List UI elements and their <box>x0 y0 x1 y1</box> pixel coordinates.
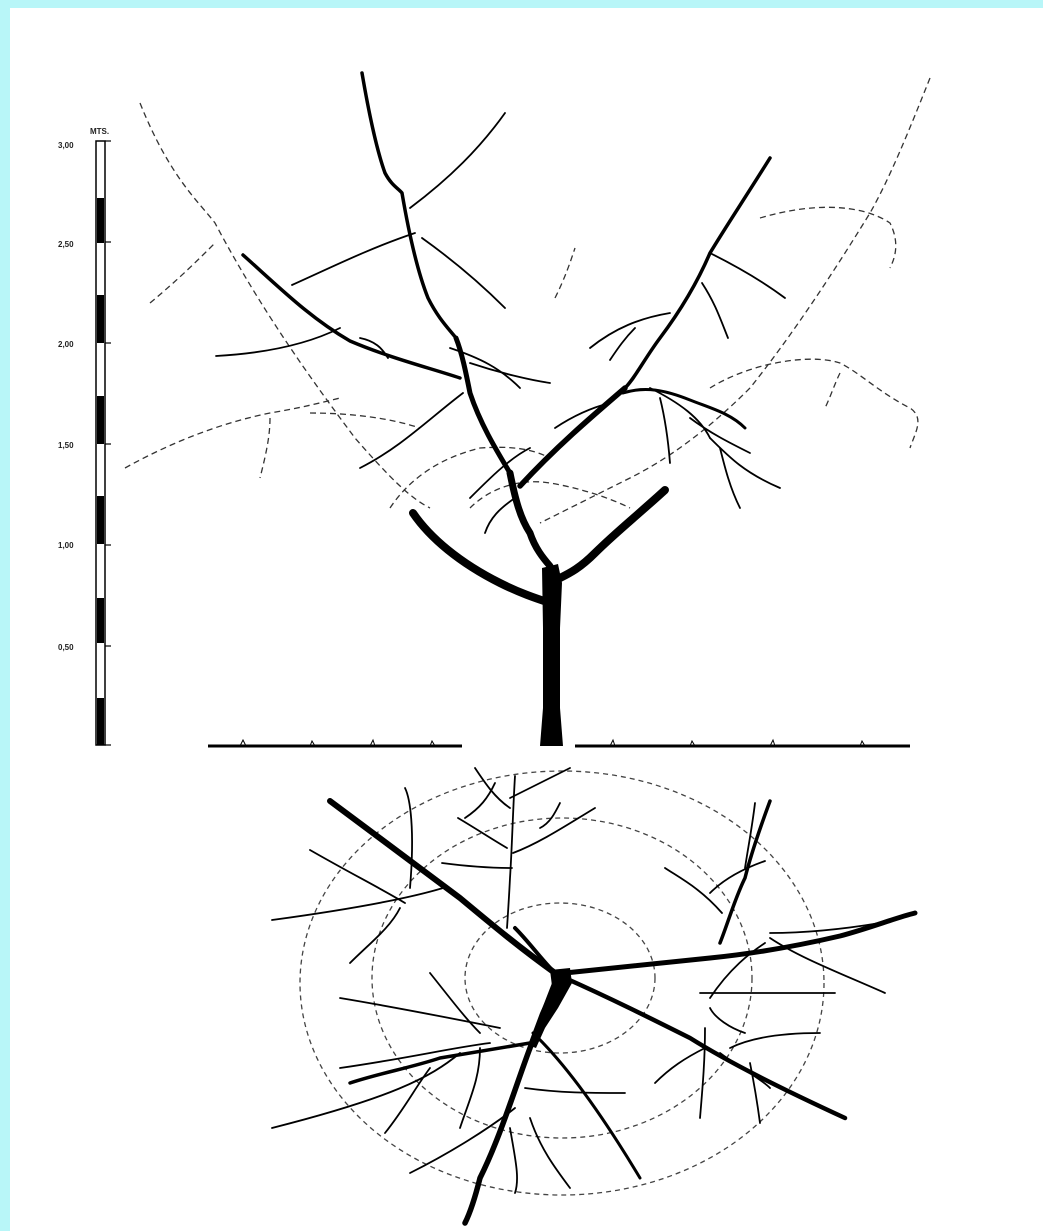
tree-main-branches <box>243 73 770 603</box>
tree-secondary-branches <box>216 113 785 533</box>
canopy-outline-dashed <box>125 78 930 523</box>
scale-tick-label: 0,50 <box>58 643 74 652</box>
diagram-frame: MTS. 3,00 2,50 2,00 1,50 1,00 0,50 <box>10 8 1043 1231</box>
plan-view-trunk-hub <box>528 968 572 1048</box>
scale-tick-label: 2,00 <box>58 340 74 349</box>
scale-tick-label: 1,00 <box>58 541 74 550</box>
scale-unit-label: MTS. <box>90 127 109 136</box>
tree-pruning-diagram: MTS. 3,00 2,50 2,00 1,50 1,00 0,50 <box>10 8 1043 1231</box>
height-scale: MTS. 3,00 2,50 2,00 1,50 1,00 0,50 <box>58 127 111 745</box>
tree-trunk <box>540 564 563 746</box>
plan-view-secondary-branches <box>272 768 885 1193</box>
scale-tick-label: 1,50 <box>58 441 74 450</box>
scale-tick-label: 2,50 <box>58 240 74 249</box>
scale-tick-label: 3,00 <box>58 141 74 150</box>
